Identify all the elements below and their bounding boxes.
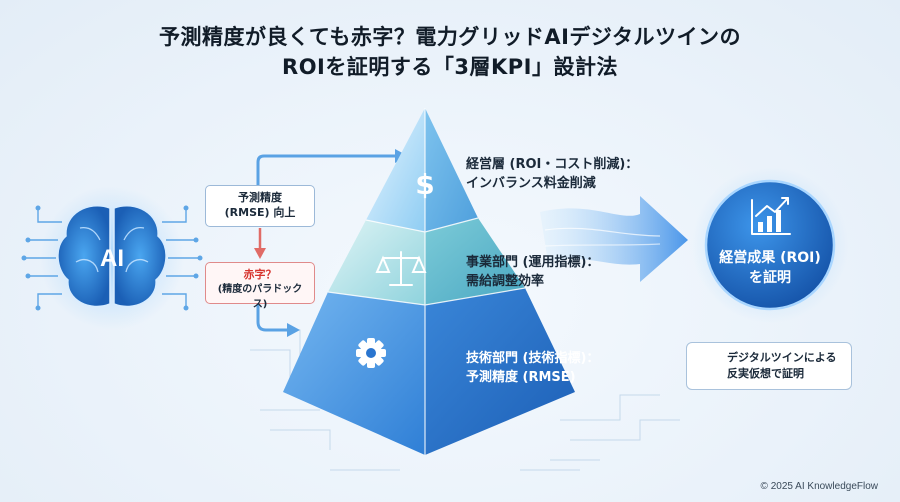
gear-icon (356, 338, 386, 368)
deficit-paradox-box: 赤字？ (精度のパラドックス) (205, 262, 315, 310)
copyright-text: © 2025 AI KnowledgeFlow (760, 481, 878, 492)
paradox-arrow (254, 228, 266, 259)
page-title: 予測精度が良くても赤字？電力グリッドAIデジタルツインの ROIを証明する「3層… (0, 22, 900, 82)
pyramid-bottom-tier (283, 288, 575, 455)
deficit-arrowhead (287, 323, 300, 337)
pyramid (283, 108, 575, 455)
accuracy-improvement-box: 予測精度 (RMSE) 向上 (205, 185, 315, 227)
title-line-2: ROIを証明する「3層KPI」設計法 (282, 55, 618, 79)
accuracy-up-arrow (256, 154, 397, 187)
digital-twin-line1: デジタルツインによる (727, 351, 837, 364)
digital-twin-text: デジタルツインによる 反実仮想で証明 (727, 350, 836, 382)
deficit-arrow (256, 303, 290, 332)
bottom-tier-kpi: 予測精度 (RMSE) (466, 370, 576, 385)
digital-twin-line2: 反実仮想で証明 (727, 367, 804, 380)
digital-twin-note: デジタルツインによる 反実仮想で証明 (686, 342, 852, 390)
svg-text:$: $ (415, 168, 434, 201)
middle-tier-label: 事業部門 (運用指標)： 需給調整効率 (466, 253, 599, 291)
roi-circle (692, 167, 848, 323)
bottom-tier-label: 技術部門 (技術指標)： 予測精度 (RMSE) (466, 349, 599, 387)
deficit-label: 赤字？ (243, 268, 277, 281)
ai-brain-label: AI (100, 245, 124, 272)
roi-flow-arrow (540, 196, 688, 282)
middle-tier-title: 事業部門 (運用指標)： (466, 255, 600, 270)
paradox-label: (精度のパラドックス) (217, 284, 303, 310)
top-tier-title: 経営層 (ROI・コスト削減)： (466, 157, 639, 172)
balance-scale-icon (375, 251, 427, 286)
bottom-tier-title: 技術部門 (技術指標)： (466, 351, 600, 366)
roi-outcome-line2: を証明 (749, 270, 791, 286)
middle-tier-kpi: 需給調整効率 (466, 274, 545, 289)
roi-outcome-line1: 経営成果 (ROI) (719, 250, 821, 266)
top-tier-kpi: インバランス料金削減 (466, 176, 596, 191)
title-line-1: 予測精度が良くても赤字？電力グリッドAIデジタルツインの (159, 25, 741, 49)
pyramid-top-tier (366, 108, 478, 232)
growth-chart-icon (751, 197, 791, 235)
dollar-icon: $ (415, 168, 434, 201)
ai-brain-icon: AI (21, 186, 203, 330)
top-tier-label: 経営層 (ROI・コスト削減)： インバランス料金削減 (466, 155, 638, 193)
accuracy-improvement-label: 予測精度 (RMSE) 向上 (224, 191, 296, 219)
roi-outcome-label: 経営成果 (ROI) を証明 (708, 248, 832, 288)
